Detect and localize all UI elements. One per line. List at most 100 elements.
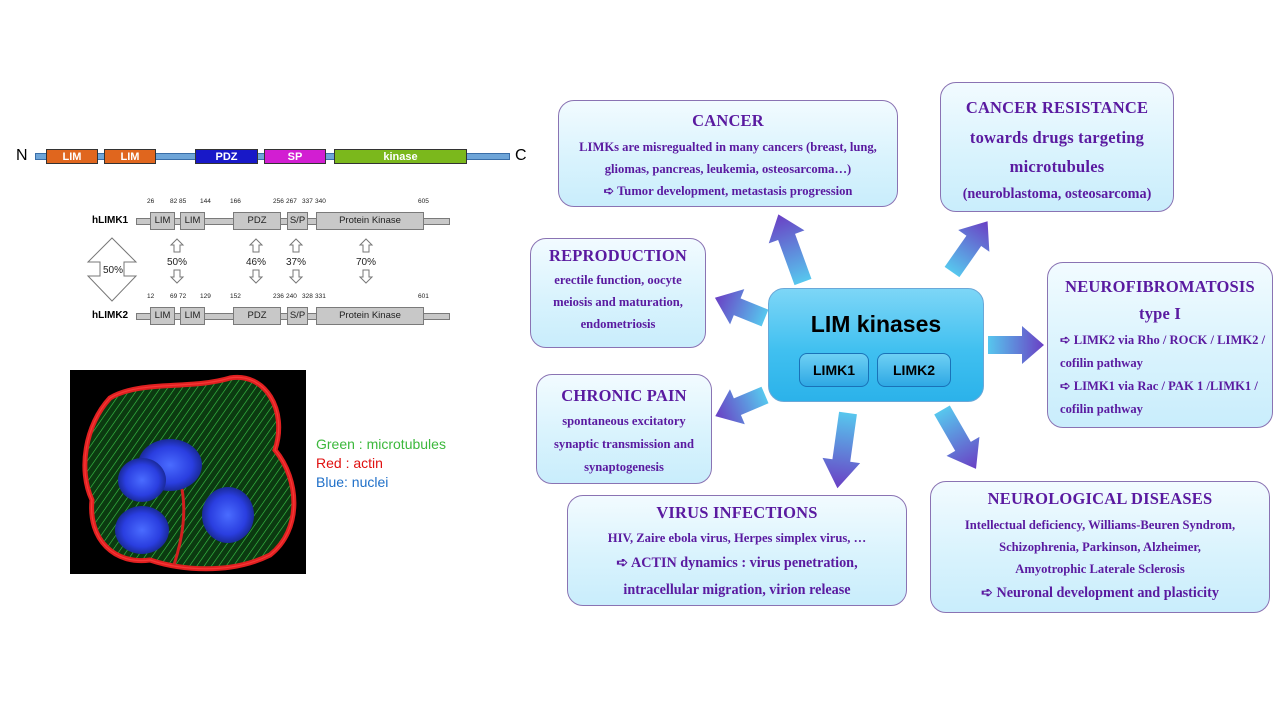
identity-double-arrow [86,237,138,302]
limk1-pos: 166 [230,198,241,205]
limk1-pill: LIMK1 [799,353,869,387]
neurofibromatosis-subtitle: type I [1139,304,1181,323]
limk1-pos: 144 [200,198,211,205]
limk1-pos: 340 [315,198,326,205]
arrow-to-neurofibromatosis [988,326,1044,364]
chronic-pain-line: spontaneous excitatory [562,414,686,428]
limk1-sp: S/P [287,212,308,230]
cancer-box: CANCER LIMKs are misregualted in many ca… [558,100,898,207]
limk1-pos: 85 [179,198,187,205]
limk2-sp: S/P [287,307,308,325]
limk1-pos: 267 [286,198,297,205]
lim-kinases-hub: LIM kinases LIMK1 LIMK2 [768,288,984,402]
limk1-pos: 82 [170,198,178,205]
domain-identity-arrows [169,238,374,284]
neurofibromatosis-line: cofilin pathway [1060,356,1143,370]
limk1-pos: 337 [302,198,313,205]
neuro-line: Intellectual deficiency, Williams-Beuren… [964,518,1236,532]
neurofibromatosis-line: cofilin pathway [1060,402,1143,416]
virus-title: VIRUS INFECTIONS [656,503,818,522]
neuro-line: Amyotrophic Laterale Sclerosis [1015,562,1185,576]
limk1-kinase: Protein Kinase [316,212,424,230]
overall-identity: 50% [103,265,124,276]
cancer-line: ➪ Tumor development, metastasis progress… [603,184,853,198]
limk2-pos: 331 [315,293,326,300]
reproduction-title: REPRODUCTION [548,246,688,265]
domain-lim-1: LIM [46,149,98,164]
chronic-pain-line: synaptic transmission and [554,437,694,451]
neurological-diseases-box: NEUROLOGICAL DISEASES Intellectual defic… [930,481,1270,613]
neuro-line: Schizophrenia, Parkinson, Alzheimer, [999,540,1201,554]
arrow-to-cancer [768,214,812,286]
limk1-pos: 26 [147,198,155,205]
arrow-to-chronic-pain [715,386,769,425]
limk1-name: hLIMK1 [92,215,129,226]
identity-sp: 37% [286,257,307,268]
limk2-pos: 152 [230,293,241,300]
limk2-pos: 72 [179,293,187,300]
cancer-line: LIMKs are misregualted in many cancers (… [579,140,877,154]
limk2-pos: 601 [418,293,429,300]
resistance-line: (neuroblastoma, osteosarcoma) [962,186,1152,202]
neurofibromatosis-box: NEUROFIBROMATOSIS type I ➪ LIMK2 via Rho… [1047,262,1273,428]
cell-image [82,374,297,572]
arrow-to-virus [822,411,861,489]
cancer-line: gliomas, pancreas, leukemia, osteosarcom… [604,162,852,176]
limk2-lim-2: LIM [180,307,205,325]
chronic-pain-title: CHRONIC PAIN [561,386,687,405]
virus-line-large: ➪ ACTIN dynamics : virus penetration, [616,555,858,571]
neurofibromatosis-line: ➪ LIMK2 via Rho / ROCK / LIMK2 / [1060,333,1266,347]
n-terminus-label: N [16,147,28,164]
limk2-pdz: PDZ [233,307,281,325]
identity-lim: 50% [167,257,188,268]
limk1-pdz: PDZ [233,212,281,230]
neuro-title: NEUROLOGICAL DISEASES [987,489,1213,508]
microscopy-image [70,370,306,574]
legend-actin: Red : actin [316,455,383,471]
reproduction-line: erectile function, oocyte [554,273,682,287]
virus-line-large: intracellular migration, virion release [623,582,851,598]
resistance-line: towards drugs targeting [969,128,1145,147]
reproduction-line: meiosis and maturation, [553,295,683,309]
domain-sp: SP [264,149,326,164]
chronic-pain-line: synaptogenesis [584,460,664,474]
resistance-line: CANCER RESISTANCE [965,98,1149,117]
reproduction-line: endometriosis [580,317,656,331]
limk2-pos: 69 [170,293,178,300]
limk1-lim-2: LIM [180,212,205,230]
limk2-lim-1: LIM [150,307,175,325]
limk2-pos: 328 [302,293,313,300]
neuro-line-large: ➪ Neuronal development and plasticity [981,585,1219,601]
limk2-pos: 12 [147,293,155,300]
limk2-pos: 236 [273,293,284,300]
c-terminus-label: C [515,147,527,164]
arrow-to-resistance [944,221,990,278]
chronic-pain-box: CHRONIC PAIN spontaneous excitatory syna… [536,374,712,484]
neurofibromatosis-title: NEUROFIBROMATOSIS [1065,277,1255,296]
virus-line: HIV, Zaire ebola virus, Herpes simplex v… [607,531,867,545]
legend-nuclei: Blue: nuclei [316,474,389,490]
limk2-pos: 129 [200,293,211,300]
arrow-to-reproduction [714,289,769,327]
legend-microtubules: Green : microtubules [316,436,446,452]
limk2-name: hLIMK2 [92,310,129,321]
identity-kinase: 70% [356,257,377,268]
virus-infections-box: VIRUS INFECTIONS HIV, Zaire ebola virus,… [567,495,907,606]
limk1-pos: 605 [418,198,429,205]
limk2-pos: 240 [286,293,297,300]
limk1-lim-1: LIM [150,212,175,230]
arrow-to-neuro [934,405,980,469]
domain-pdz: PDZ [195,149,258,164]
limk2-kinase: Protein Kinase [316,307,424,325]
cancer-resistance-box: CANCER RESISTANCE towards drugs targetin… [940,82,1174,212]
limk1-pos: 256 [273,198,284,205]
identity-pdz: 46% [246,257,267,268]
cancer-title: CANCER [692,111,764,130]
resistance-line: microtubules [1009,157,1105,176]
domain-kinase: kinase [334,149,467,164]
reproduction-box: REPRODUCTION erectile function, oocyte m… [530,238,706,348]
neurofibromatosis-line: ➪ LIMK1 via Rac / PAK 1 /LIMK1 / [1060,379,1258,393]
limk2-pill: LIMK2 [877,353,951,387]
domain-lim-2: LIM [104,149,156,164]
